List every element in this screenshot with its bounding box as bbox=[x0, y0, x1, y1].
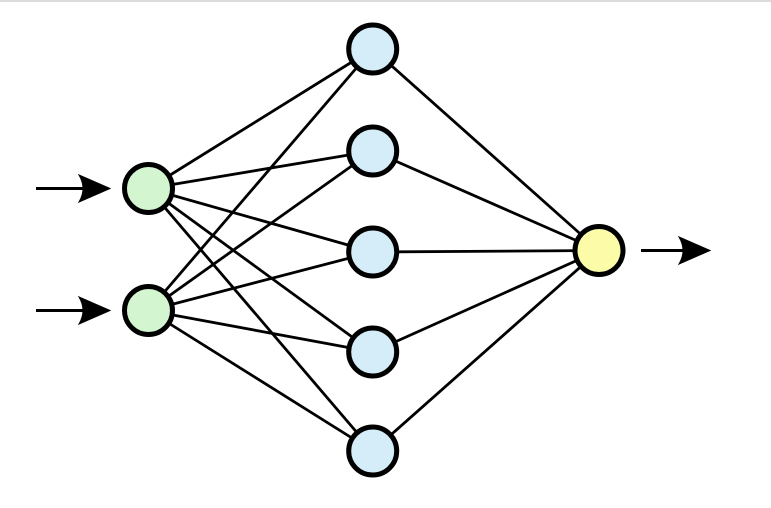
output-layer-node-out1 bbox=[572, 224, 626, 277]
hidden-layer-node-h1 bbox=[346, 22, 400, 76]
input-layer-node-in2 bbox=[122, 284, 175, 337]
edge-in2-h1 bbox=[147, 48, 374, 312]
edge-in1-h3 bbox=[148, 187, 374, 254]
hidden-layer-node-h4 bbox=[346, 325, 400, 379]
edge-in1-h2 bbox=[148, 149, 373, 190]
edge-in2-h3 bbox=[148, 250, 374, 312]
edge-h3-out1 bbox=[372, 249, 600, 254]
input-arrow-2-head bbox=[77, 295, 112, 326]
hidden-layer-node-h2 bbox=[346, 124, 400, 178]
input-arrow-1-head bbox=[77, 173, 112, 204]
edge-h2-out1 bbox=[372, 149, 600, 252]
edge-in2-h5 bbox=[147, 309, 374, 453]
hidden-layer-node-h5 bbox=[346, 424, 400, 478]
edge-in1-h4 bbox=[147, 187, 374, 354]
edge-h5-out1 bbox=[371, 249, 600, 453]
edge-in2-h4 bbox=[148, 309, 373, 354]
input-layer-node-in1 bbox=[122, 162, 175, 215]
edge-in2-h2 bbox=[147, 149, 374, 312]
edge-in1-h1 bbox=[147, 47, 374, 190]
edge-h1-out1 bbox=[371, 47, 600, 252]
output-arrow-head bbox=[677, 235, 712, 266]
edge-h4-out1 bbox=[372, 249, 600, 354]
hidden-layer-node-h3 bbox=[346, 225, 400, 279]
edge-in1-h5 bbox=[147, 187, 374, 452]
window-top-edge bbox=[0, 0, 771, 2]
